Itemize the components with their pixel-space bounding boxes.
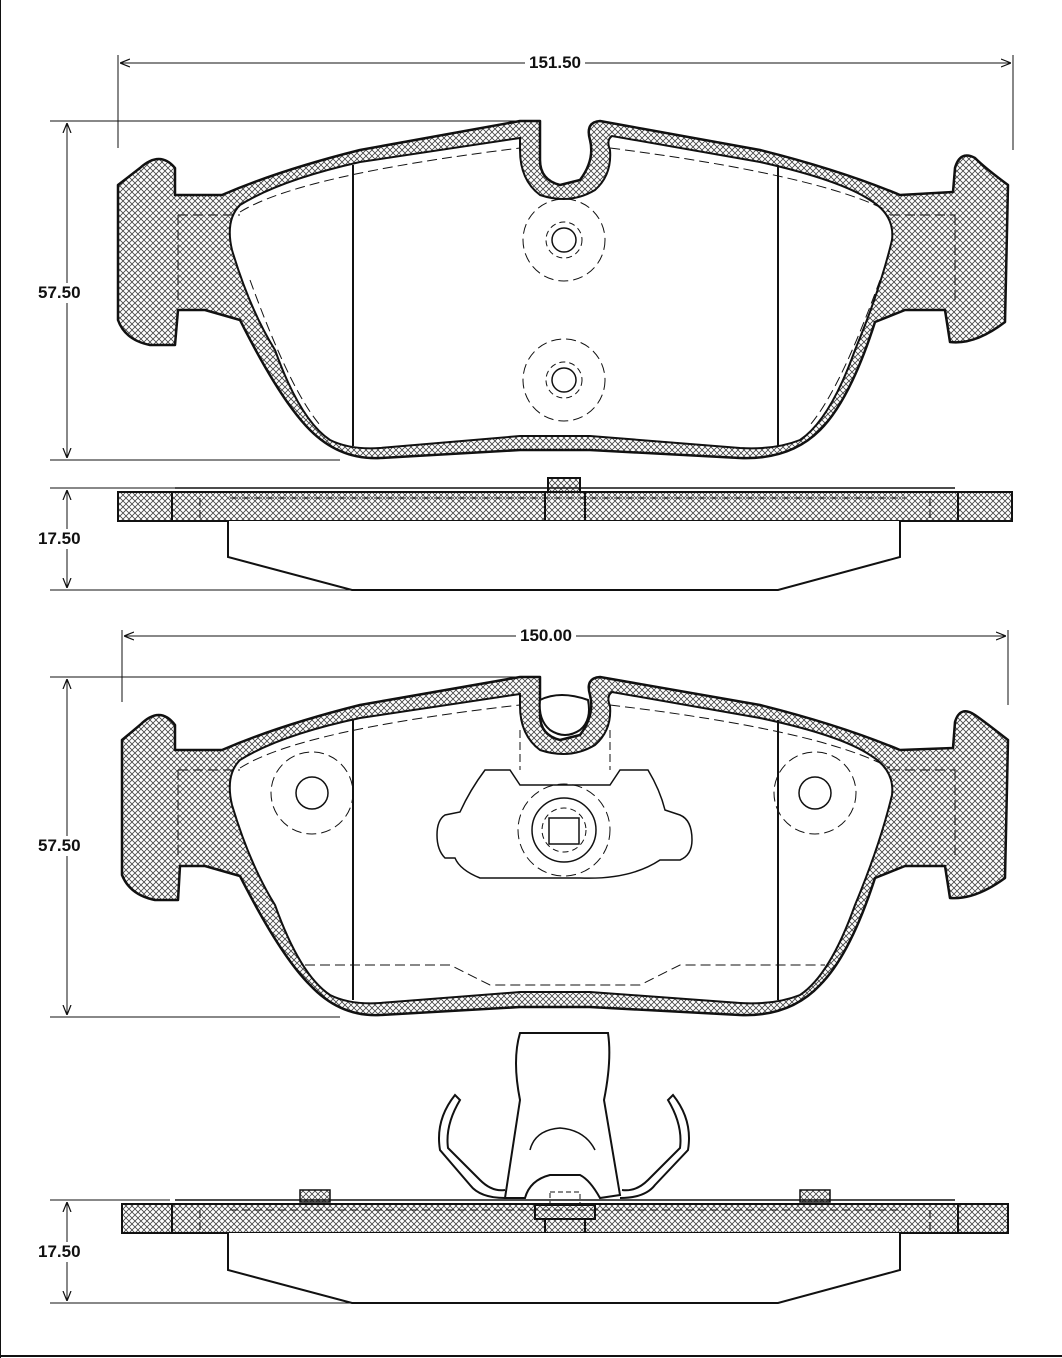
pad2-clip-fold (529, 1127, 596, 1151)
pad2-rivet-right-outer (773, 751, 857, 835)
pad2-side-friction (227, 1233, 901, 1304)
pad1-rivet-upper-mid (545, 221, 583, 259)
pad2-rivet-left-inner (295, 776, 329, 810)
pad1-side-view (50, 477, 1013, 591)
pad2-side-tab-right (799, 1189, 831, 1203)
pad2-rivet-left-outer (270, 751, 354, 835)
pad2-side-hidden-clip (549, 1191, 581, 1206)
pad1-rivet-lower-mid (545, 361, 583, 399)
pad2-clip-body (503, 1032, 622, 1200)
pad1-hidden-edge-top (239, 147, 891, 213)
pad2-hidden-ears (177, 769, 956, 855)
pad2-hidden-edge-top (239, 704, 891, 769)
pad1-side-tab (547, 477, 581, 493)
pad2-center-rivet-square (548, 817, 580, 845)
pad1-top-view (50, 55, 1014, 461)
pad2-center-rivet-outer (517, 783, 611, 877)
pad2-side-view (50, 1032, 1009, 1304)
pad1-hidden-side (249, 279, 881, 426)
pad2-clip-spring-right (619, 1093, 690, 1199)
pad1-rivet-lower-inner (551, 367, 577, 393)
pad1-rivet-lower-outer (522, 338, 606, 422)
pad1-side-hidden (199, 497, 931, 521)
pad2-side-clip-base (534, 1204, 596, 1220)
pad1-height-label: 57.50 (34, 283, 85, 303)
pad1-rivet-upper-outer (522, 198, 606, 282)
pad2-side-center-block (544, 1218, 586, 1234)
pad1-side-friction (227, 521, 901, 591)
pad2-width-label: 150.00 (516, 626, 576, 646)
pad1-friction-material (228, 134, 894, 450)
pad2-spring-clip-outline (436, 769, 693, 879)
pad2-top-view (50, 630, 1010, 1018)
pad2-thickness-label: 17.50 (34, 1242, 85, 1262)
pad2-side-tab-left (299, 1189, 331, 1203)
pad1-width-label: 151.50 (525, 53, 585, 73)
pad2-sensor-hole (538, 694, 590, 736)
pad2-hidden-clip-slot (519, 730, 611, 770)
pad2-center-rivet-inner (541, 807, 587, 853)
pad2-center-rivet-mid (531, 797, 597, 863)
pad2-rivet-right-inner (798, 776, 832, 810)
pad1-rivet-upper-inner (551, 227, 577, 253)
pad2-height-label: 57.50 (34, 836, 85, 856)
pad1-side-center-block (544, 491, 586, 522)
pad2-hidden-bottom (305, 964, 825, 986)
pad2-clip-spring-left (438, 1093, 506, 1199)
pad1-thickness-label: 17.50 (34, 529, 85, 549)
pad2-friction-material (228, 690, 894, 1005)
pad1-hidden-ears (177, 214, 956, 300)
pad2-side-hidden (199, 1209, 931, 1233)
